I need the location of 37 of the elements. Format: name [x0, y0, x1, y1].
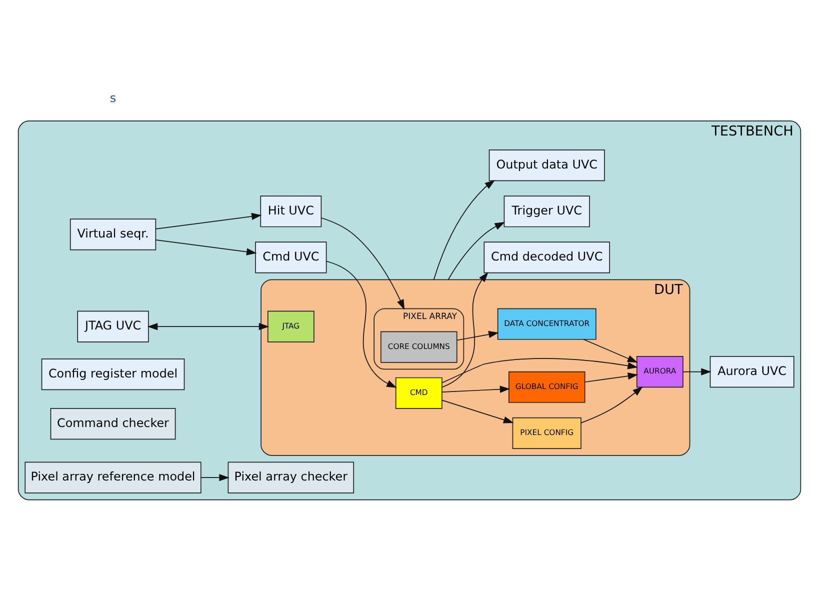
label: s — [110, 90, 116, 105]
node-box: PIXEL CONFIG — [512, 417, 582, 449]
arrow — [155, 212, 262, 230]
node-box: Hit UVC — [260, 196, 322, 228]
node-box: DATA CONCENTRATOR — [497, 308, 596, 340]
arrow — [583, 338, 638, 363]
node-box: CORE COLUMNS — [380, 331, 458, 363]
node-box: Trigger UVC — [504, 196, 590, 228]
node-box: Output data UVC — [488, 150, 605, 182]
node-box: Cmd UVC — [255, 242, 327, 274]
node-box: JTAG — [267, 310, 314, 342]
arrow — [448, 222, 506, 280]
node-box: Command checker — [50, 408, 176, 440]
arrow — [442, 386, 510, 393]
arrow — [320, 217, 405, 310]
node-box: Cmd decoded UVC — [484, 242, 610, 274]
node-box: GLOBAL CONFIG — [508, 371, 586, 403]
node-box: Config register model — [41, 358, 185, 390]
arrow — [456, 330, 499, 341]
arrow — [326, 260, 397, 388]
node-box: AURORA — [636, 356, 684, 388]
node-box: JTAG UVC — [77, 310, 149, 342]
node-box: CMD — [395, 377, 442, 409]
arrow — [584, 372, 638, 382]
arrow — [433, 180, 496, 280]
arrow — [442, 358, 638, 384]
node-box: Pixel array checker — [228, 462, 354, 494]
arrow — [155, 239, 257, 256]
node-box: Virtual seqr. — [70, 218, 156, 250]
node-box: Aurora UVC — [710, 356, 794, 388]
arrow — [580, 386, 643, 424]
arrow — [442, 400, 514, 424]
arrow — [147, 322, 270, 330]
node-box: Pixel array reference model — [24, 462, 202, 494]
arrow — [682, 368, 712, 376]
arrow — [442, 272, 488, 388]
arrow — [200, 474, 230, 482]
